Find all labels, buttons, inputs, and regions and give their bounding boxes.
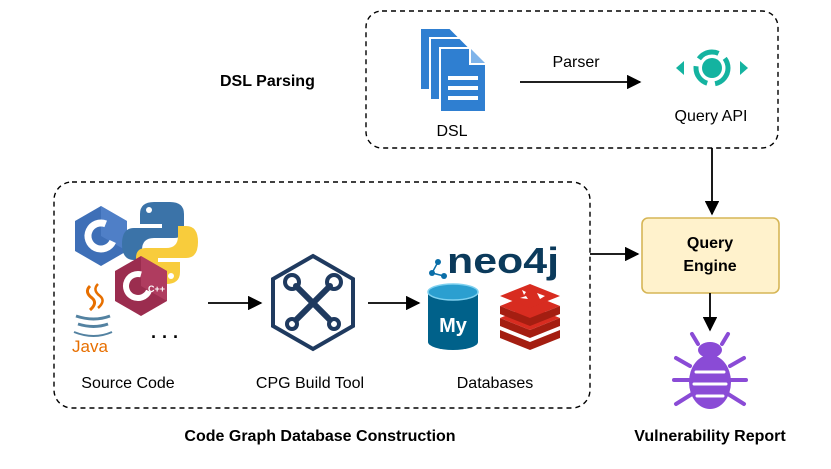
c-language-icon [75,206,127,266]
query-engine-label-1: Query [687,235,733,252]
build-tool-icon [271,253,355,352]
dsl-parsing-label: DSL Parsing [220,73,315,90]
more-languages-ellipsis: · · · [151,327,179,347]
svg-text:Java: Java [72,337,108,356]
parser-label: Parser [552,54,600,71]
cpp-language-icon: C++ [115,256,167,316]
bug-icon [672,332,748,409]
vulnerability-report-label: Vulnerability Report [634,428,786,445]
source-code-label: Source Code [81,375,174,392]
code-graph-group [53,181,591,409]
query-api-icon [676,49,748,87]
java-icon: Java [72,283,113,356]
query-engine-label-2: Engine [683,258,736,275]
cpg-build-tool-label: CPG Build Tool [256,375,364,392]
svg-text:My: My [439,315,468,337]
svg-text:C++: C++ [148,284,165,294]
dsl-label: DSL [436,123,467,140]
databases-label: Databases [457,375,534,392]
mysql-icon: My [427,283,479,350]
query-engine-box [641,217,780,294]
document-stack-icon [419,27,487,113]
svg-text:neo4j: neo4j [447,240,559,281]
redis-icon [500,284,560,350]
query-api-label: Query API [675,108,748,125]
dsl-parsing-group [365,10,779,149]
neo4j-logo: neo4j [429,240,559,281]
code-graph-label: Code Graph Database Construction [184,428,455,445]
